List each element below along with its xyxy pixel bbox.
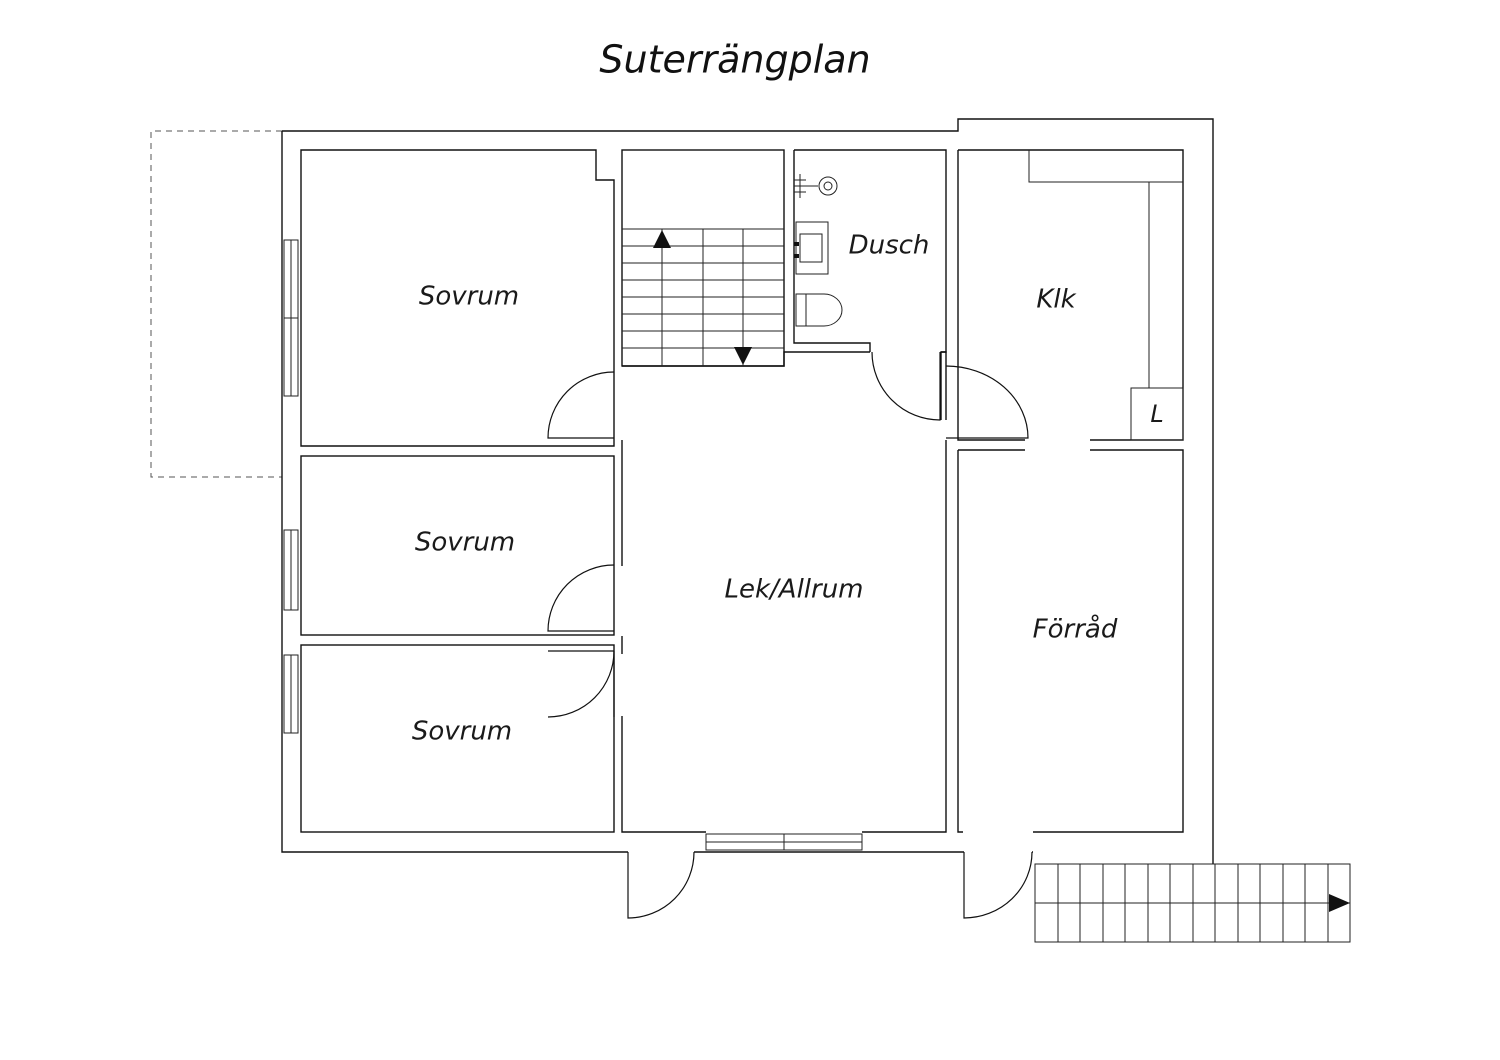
bedroom-1-walls: [300, 149, 615, 447]
sink-icon: [794, 221, 829, 275]
arrow-down-icon: [734, 347, 752, 365]
bedroom-2-walls: [300, 455, 615, 636]
shower-icon: [794, 174, 838, 198]
plan-title: Suterrängplan: [599, 38, 870, 82]
storage-walls: [957, 449, 1184, 833]
room-label-sovrum-3: Sovrum: [412, 717, 512, 747]
kitchen-cabinet: [1130, 387, 1184, 441]
kitchen-counter: [1028, 150, 1183, 388]
room-label-dusch: Dusch: [849, 231, 930, 261]
room-label-forrad: Förråd: [1033, 614, 1118, 645]
bathroom-walls: [793, 149, 947, 420]
toilet-icon: [795, 293, 843, 327]
arrow-right-icon: [1329, 894, 1350, 912]
outer-walls: [281, 118, 1214, 864]
living-room-walls: [621, 351, 947, 833]
exterior-stairs: [1034, 863, 1351, 943]
windows: [283, 239, 863, 851]
arrow-up-icon: [653, 230, 671, 248]
room-label-klk: Klk: [1036, 285, 1076, 315]
bedroom-3-walls: [300, 644, 615, 833]
doors: [547, 351, 1033, 919]
terrace-outline: [150, 130, 282, 478]
cabinet-label-l: L: [1150, 400, 1163, 428]
room-label-lek-allrum: Lek/Allrum: [724, 575, 863, 605]
room-label-sovrum-1: Sovrum: [419, 282, 519, 312]
room-label-sovrum-2: Sovrum: [415, 528, 515, 558]
interior-stairs: [622, 228, 784, 366]
